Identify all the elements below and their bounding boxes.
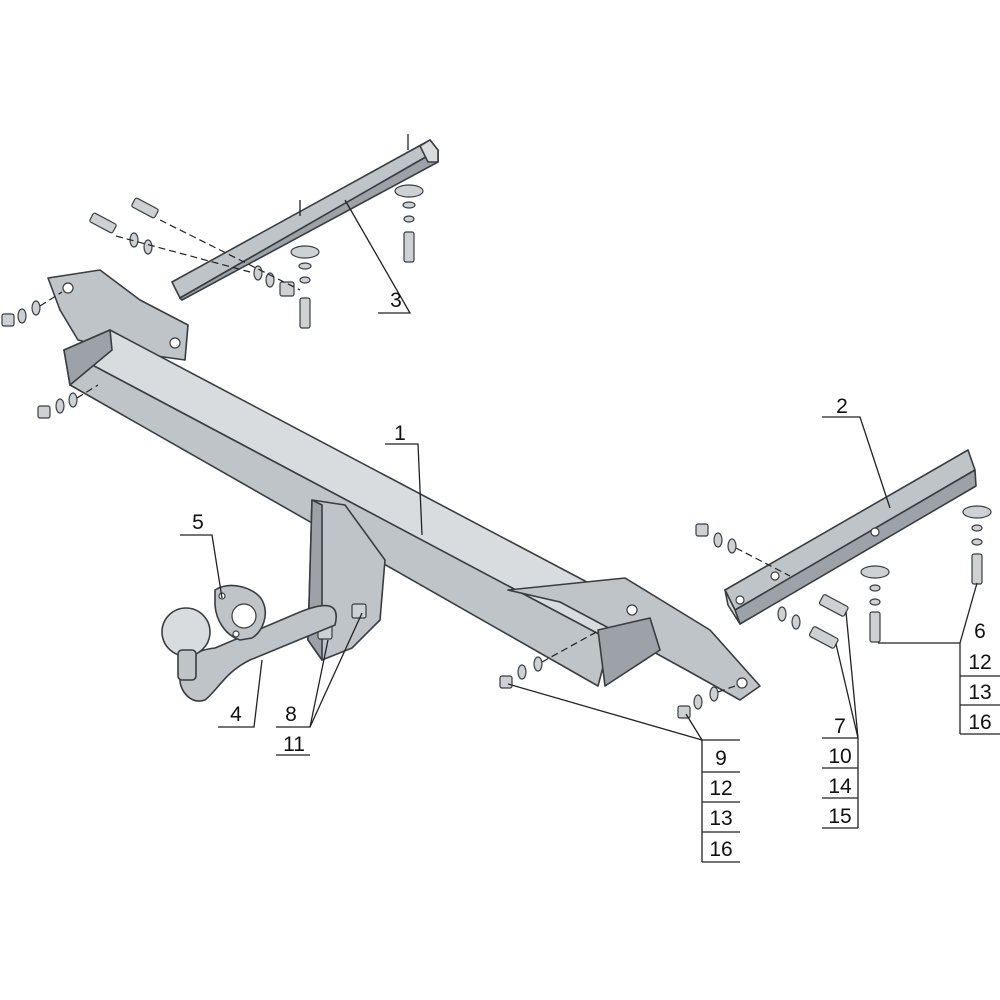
fasteners-part-3 <box>89 184 424 329</box>
callout-stack-right-4: 16 <box>968 711 991 734</box>
callout-4: 4 <box>230 703 242 726</box>
callout-1: 1 <box>394 422 406 445</box>
fasteners-part-2 <box>695 505 992 649</box>
fasteners-beam-right <box>499 629 739 719</box>
bracket-part-3 <box>171 134 439 301</box>
callout-stack-center-3: 13 <box>709 807 732 830</box>
cross-beam-part-1 <box>47 269 761 701</box>
callout-stack-right-3: 13 <box>968 681 991 704</box>
callout-stack-center-1: 9 <box>715 747 727 770</box>
callout-3: 3 <box>390 289 402 312</box>
callout-11: 11 <box>283 733 305 756</box>
callout-stack-right-2: 12 <box>968 651 991 674</box>
leader-lines <box>180 199 1000 863</box>
callout-stack-right-1: 6 <box>974 620 986 643</box>
callout-stack-mid-1: 7 <box>834 715 846 738</box>
callout-2: 2 <box>836 395 848 418</box>
callout-stack-center-4: 16 <box>709 838 732 861</box>
socket-plate-part-5 <box>214 584 267 641</box>
callout-5: 5 <box>192 511 204 534</box>
callout-stack-mid-4: 15 <box>828 805 851 828</box>
bracket-part-2 <box>724 449 977 625</box>
callout-stack-mid-2: 10 <box>828 745 851 768</box>
callout-stack-mid-3: 14 <box>828 775 852 798</box>
callout-stack-center-2: 12 <box>709 777 732 800</box>
callout-8: 8 <box>285 703 297 726</box>
callout-labels: 1 2 3 4 5 8 11 9 12 13 16 7 10 14 15 6 1… <box>192 289 992 861</box>
fasteners-beam-left <box>1 291 99 419</box>
ball-hook-part-4 <box>161 604 337 702</box>
